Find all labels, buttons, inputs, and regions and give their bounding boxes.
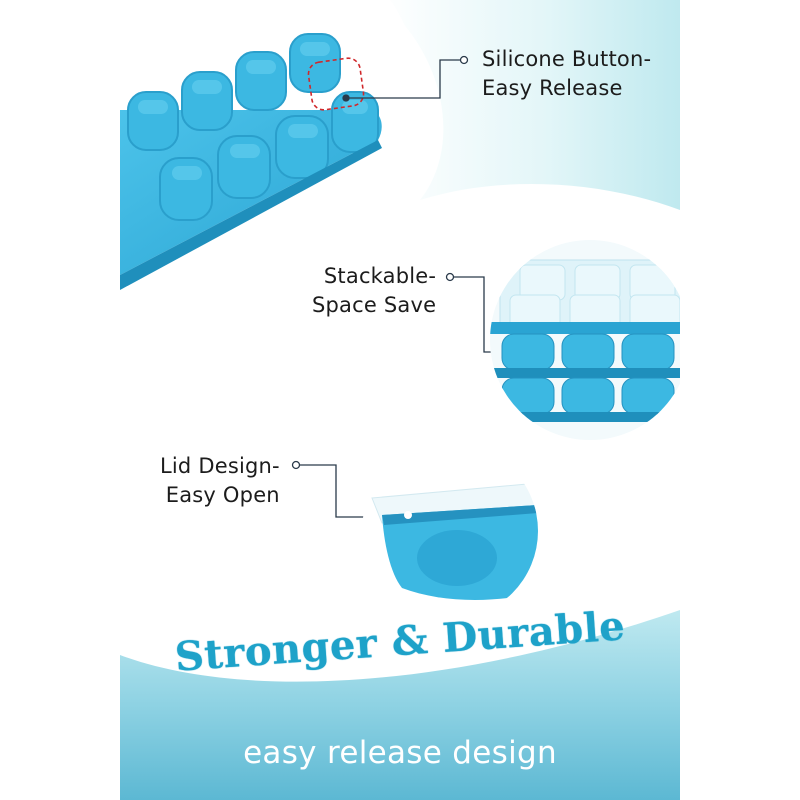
subline: easy release design: [243, 735, 557, 771]
feature-label-line: Stackable-: [323, 264, 437, 288]
dashed-highlight: [307, 57, 365, 111]
tray-closeup: [120, 0, 420, 319]
stackable-closeup: [490, 240, 680, 440]
feature-label-line: Lid Design-: [160, 454, 280, 478]
feature-label-lid-design: Lid Design- Easy Open: [160, 452, 280, 510]
bottom-band: [120, 610, 680, 800]
background-art: [120, 0, 680, 800]
feature-label-line: Easy Release: [482, 76, 623, 100]
feature-label-line: Silicone Button-: [482, 47, 652, 71]
infographic-panel: Silicone Button- Easy Release Stackable-…: [120, 0, 680, 800]
lid-closeup: [362, 443, 538, 619]
feature-label-line: Easy Open: [165, 483, 280, 507]
feature-label-stackable: Stackable- Space Save: [312, 262, 436, 320]
top-wave: [380, 0, 680, 210]
feature-label-silicone-button: Silicone Button- Easy Release: [482, 45, 651, 103]
feature-label-line: Space Save: [312, 293, 437, 317]
